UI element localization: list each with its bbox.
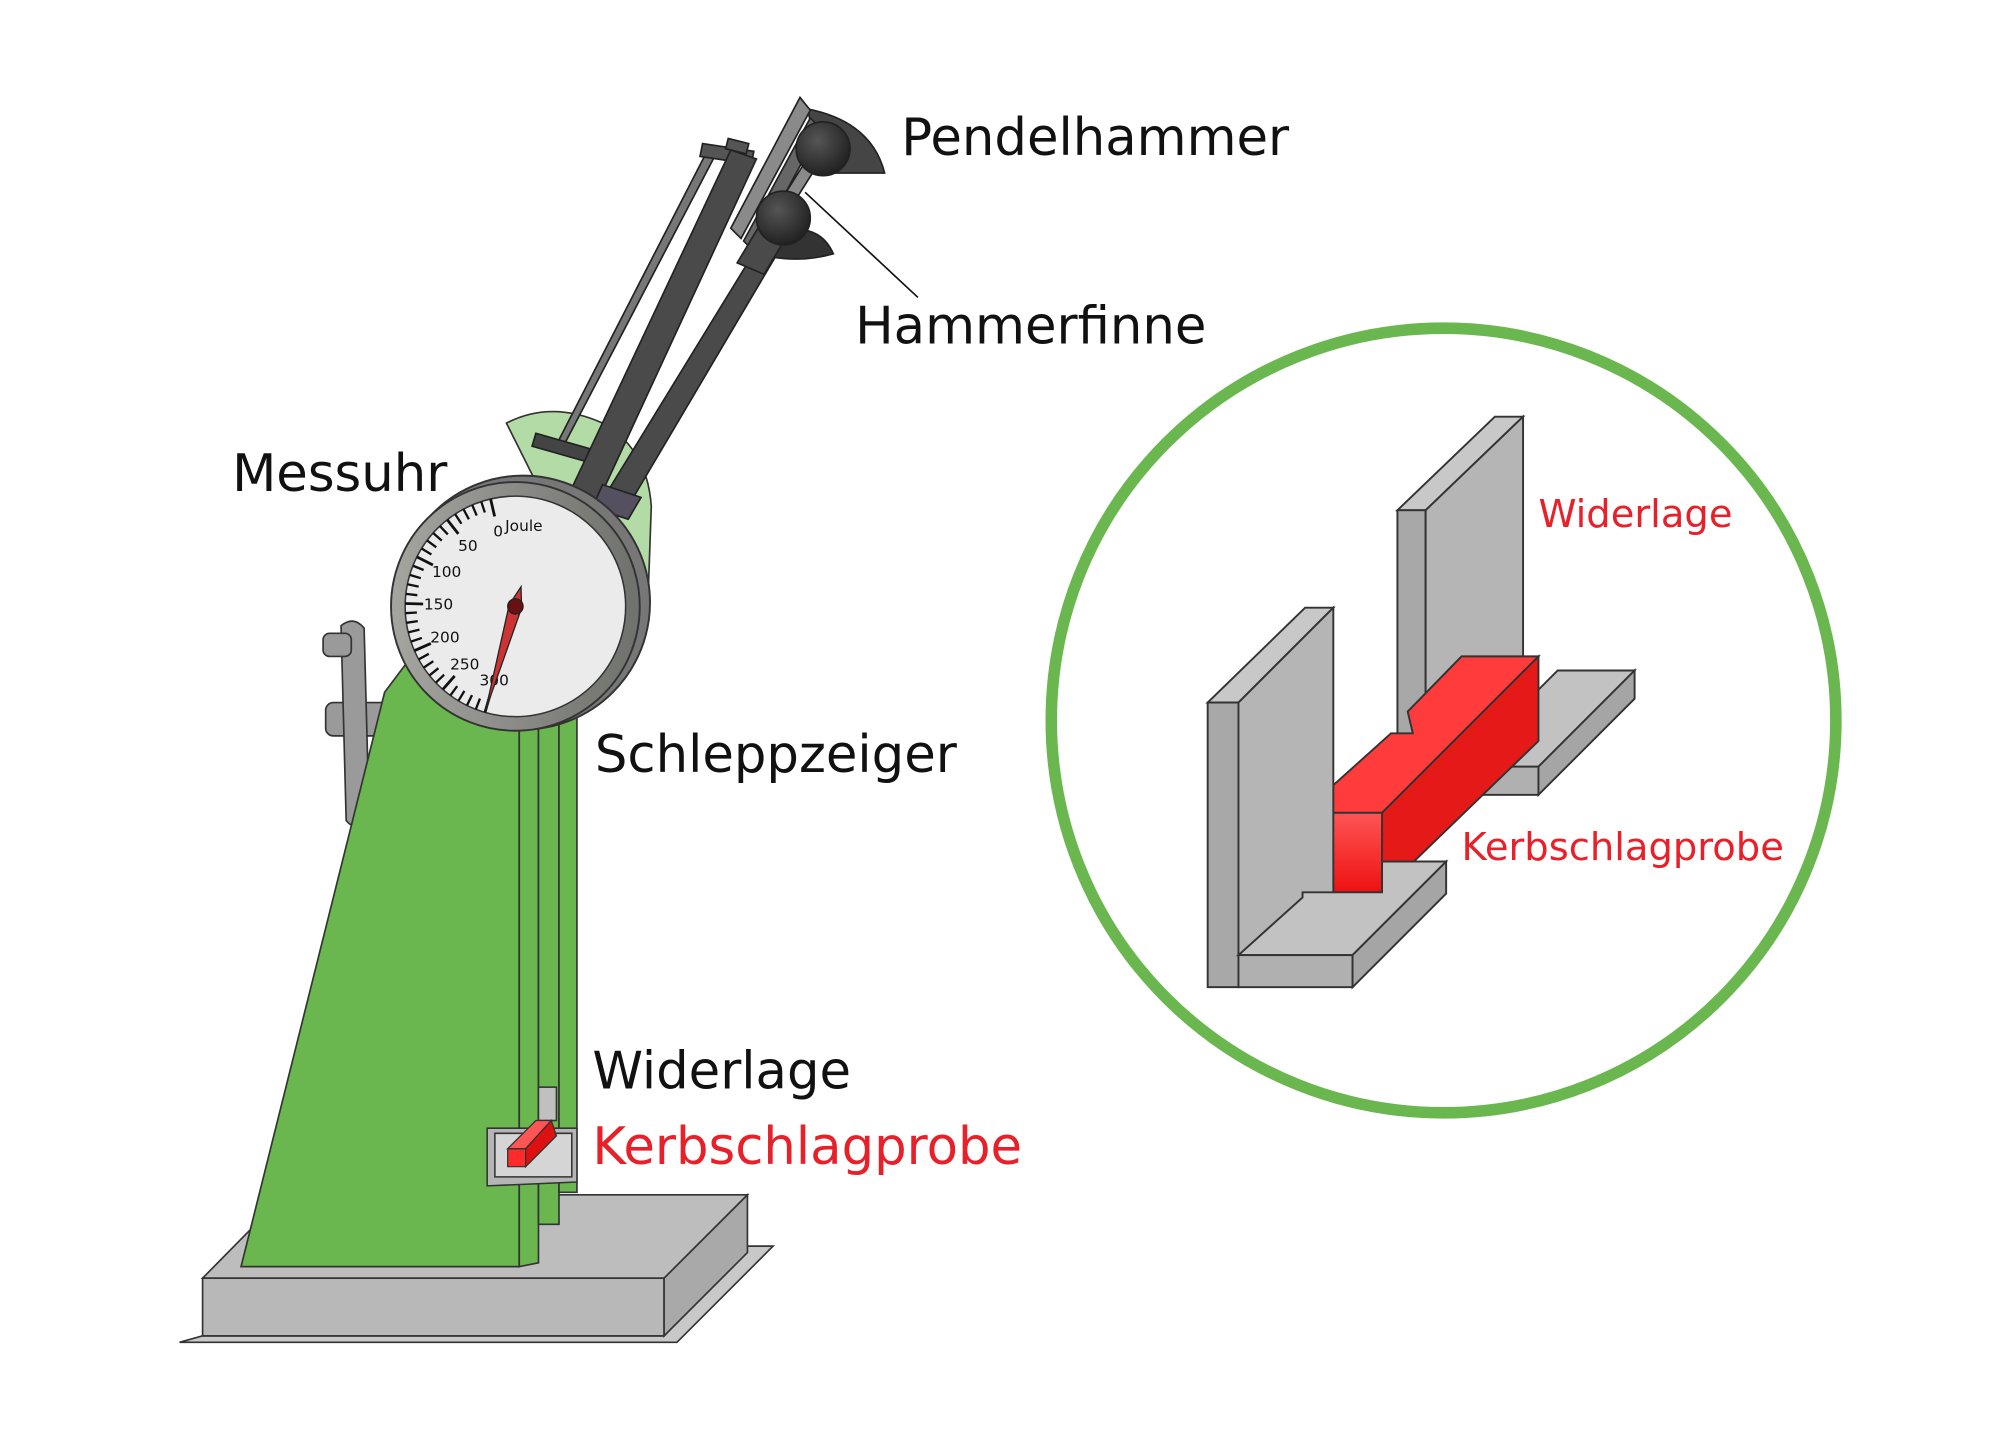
dial-tick xyxy=(405,592,418,597)
dial-tick xyxy=(457,690,466,702)
label-pendelhammer: Pendelhammer xyxy=(901,108,1290,168)
dial-tick-label: 200 xyxy=(430,628,459,646)
label-widerlage: Widerlage xyxy=(592,1041,851,1101)
dial-tick xyxy=(489,498,497,517)
inset-label-kerbschlagprobe: Kerbschlagprobe xyxy=(1462,825,1784,870)
dial-tick xyxy=(407,628,420,634)
dial-tick-labels: 050100150200250300 xyxy=(424,523,509,690)
dial-tick xyxy=(426,539,437,549)
inset-label-widerlage: Widerlage xyxy=(1538,492,1732,537)
dial-tick xyxy=(446,518,460,535)
detail-inset: Widerlage Kerbschlagprobe xyxy=(1045,322,1842,1119)
inset-front-anvil xyxy=(1205,605,1449,990)
dial-tick-label: 50 xyxy=(458,537,478,555)
label-kerbschlagprobe: Kerbschlagprobe xyxy=(592,1117,1022,1177)
handle-wheel xyxy=(322,620,391,828)
label-schleppzeiger: Schleppzeiger xyxy=(595,725,958,785)
dial-tick xyxy=(410,636,423,643)
dial-tick xyxy=(480,501,486,513)
dial-gauge: 050100150200250300 Joule xyxy=(390,474,651,732)
inset-ring xyxy=(1045,322,1842,1119)
dial-tick xyxy=(413,642,432,652)
hammer-ball-upper xyxy=(795,120,851,177)
dial-tick-label: 250 xyxy=(450,655,479,673)
label-messuhr: Messuhr xyxy=(232,444,448,504)
machine-specimen xyxy=(506,1119,558,1169)
dial-tick xyxy=(418,652,430,661)
dial-tick xyxy=(409,573,422,580)
dial-tick xyxy=(439,525,449,536)
pendulum-arms xyxy=(531,137,777,521)
dial-unit: Joule xyxy=(504,517,542,535)
dial-tick xyxy=(406,619,418,624)
pendulum-hammer xyxy=(729,95,886,276)
dial-tick xyxy=(471,504,478,517)
dial-tick-label: 100 xyxy=(432,563,461,581)
drag-needle xyxy=(485,584,524,711)
dial-tick xyxy=(432,532,443,542)
dial-tick xyxy=(465,694,474,706)
dial-tick xyxy=(462,508,470,520)
dial-tick xyxy=(407,583,419,588)
dial-tick xyxy=(428,667,440,677)
label-hammerfinne: Hammerfinne xyxy=(855,297,1206,357)
hammer-ball-lower xyxy=(755,190,812,246)
dial-tick-label: 0 xyxy=(493,523,503,541)
dial-tick xyxy=(449,685,459,697)
dial-tick xyxy=(420,547,433,556)
dial-tick xyxy=(441,674,456,691)
dial-tick xyxy=(454,513,463,525)
needle-hub xyxy=(507,598,524,615)
hammerfinne-leader-line xyxy=(804,191,919,299)
dial-tick xyxy=(474,698,482,710)
dial-tick xyxy=(412,564,425,572)
needle-pointer xyxy=(485,584,523,711)
dial-tick xyxy=(405,611,417,615)
dial-tick xyxy=(435,673,445,684)
dial-tick-label: 150 xyxy=(424,596,453,614)
dial-tick xyxy=(416,555,434,567)
dial-tick xyxy=(423,660,434,669)
